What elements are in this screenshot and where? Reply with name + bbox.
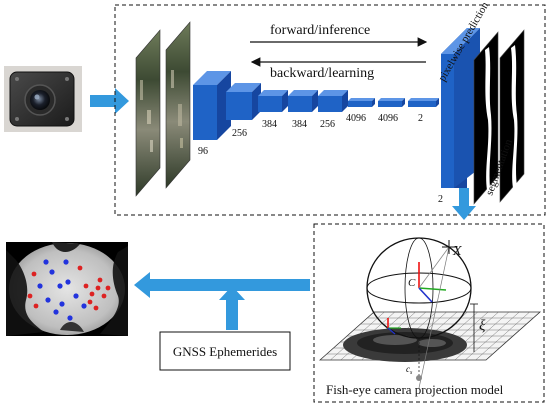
blocked-satellite-point — [95, 285, 101, 291]
blocked-satellite-point — [105, 285, 111, 291]
visible-satellite-point — [49, 269, 55, 275]
visible-satellite-point — [53, 309, 59, 315]
arrow-camera-to-cnn — [90, 88, 129, 114]
cnn-layer-label: 96 — [198, 146, 208, 157]
symbol-c: C — [408, 277, 416, 289]
symbol-cs: cs — [406, 364, 413, 376]
cnn-layer-label: 4096 — [346, 113, 366, 124]
cnn-layers — [193, 71, 439, 140]
cnn-layer-block — [288, 90, 318, 112]
cnn-layer-labels: 96 256 384 384 256 4096 4096 2 — [198, 113, 423, 157]
visible-satellite-point — [43, 259, 49, 265]
output-layer-block — [441, 28, 480, 188]
ephemerides-label: GNSS Ephemerides — [173, 344, 277, 359]
blocked-satellite-point — [31, 271, 37, 277]
blocked-satellite-point — [83, 283, 89, 289]
segmentation-masks — [473, 29, 525, 205]
cnn-layer-block — [408, 98, 439, 107]
blocked-satellite-point — [97, 277, 103, 283]
arrow-projection-to-skyplot — [134, 272, 310, 298]
visible-satellite-point — [73, 293, 79, 299]
cnn-layer-label: 256 — [232, 128, 247, 139]
satellite-points — [27, 259, 111, 321]
fisheye-projection-figure: X C ξ cs — [318, 237, 542, 389]
cnn-layer-block — [348, 98, 375, 107]
point-x-marker — [442, 240, 456, 254]
cnn-layer-label: 256 — [320, 119, 335, 130]
visible-satellite-point — [81, 303, 87, 309]
blocked-satellite-point — [87, 299, 93, 305]
visible-satellite-point — [65, 279, 71, 285]
cnn-layer-label: 4096 — [378, 113, 398, 124]
cnn-layer-block — [378, 98, 405, 107]
blocked-satellite-point — [33, 303, 39, 309]
cnn-layer-block — [193, 71, 231, 140]
cnn-layer-label: 2 — [418, 113, 423, 124]
output-layer-label: 2 — [438, 194, 443, 205]
projection-model-label: Fish-eye camera projection model — [326, 382, 504, 397]
projection-dashed-box — [313, 223, 545, 403]
visible-satellite-point — [37, 283, 43, 289]
backward-label: backward/learning — [270, 66, 374, 81]
visible-satellite-point — [59, 301, 65, 307]
skyplot-result-image — [6, 242, 128, 336]
arrow-cnn-to-projection — [452, 188, 476, 220]
visible-satellite-point — [67, 315, 73, 321]
cnn-layer-block — [258, 90, 288, 112]
blocked-satellite-point — [27, 293, 33, 299]
blocked-satellite-point — [77, 265, 83, 271]
forward-label: forward/inference — [270, 23, 370, 38]
ephemerides-box — [159, 331, 291, 371]
visible-satellite-point — [63, 259, 69, 265]
visible-satellite-point — [57, 283, 63, 289]
camera-image — [4, 66, 82, 132]
input-image-stack — [135, 21, 191, 197]
cnn-layer-label: 384 — [292, 119, 307, 130]
blocked-satellite-point — [89, 291, 95, 297]
visible-satellite-point — [45, 297, 51, 303]
blocked-satellite-point — [101, 293, 107, 299]
symbol-xi: ξ — [479, 318, 486, 334]
cnn-layer-block — [318, 90, 348, 112]
point-cs — [416, 375, 422, 381]
blocked-satellite-point — [93, 305, 99, 311]
arrow-ephemerides-up — [219, 286, 245, 330]
cnn-layer-block — [226, 83, 261, 120]
cnn-layer-label: 384 — [262, 119, 277, 130]
cnn-dashed-box — [114, 4, 546, 216]
symbol-x: X — [452, 244, 462, 259]
